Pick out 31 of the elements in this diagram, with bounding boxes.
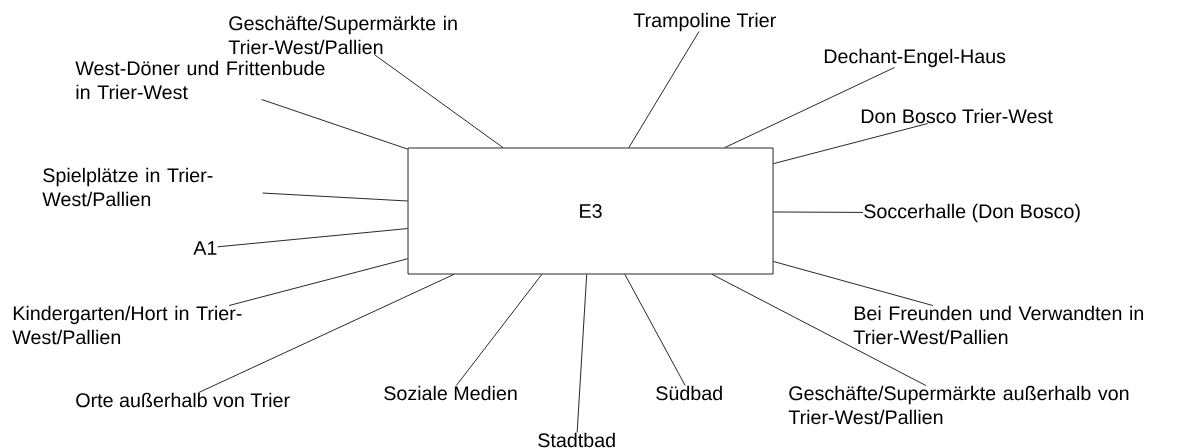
leader-line bbox=[198, 274, 455, 393]
place-label: Spielplätze in Trier-West/Pallien bbox=[42, 167, 213, 207]
place-label: Soccerhalle (Don Bosco) bbox=[864, 203, 1080, 223]
leader-line bbox=[773, 261, 934, 306]
place-label: Südbad bbox=[656, 385, 722, 401]
leader-line bbox=[228, 258, 409, 306]
place-label: Bei Freunden und Verwandten in Trier-West/Pallien bbox=[853, 305, 1144, 345]
place-label: A1 bbox=[193, 241, 217, 255]
leader-line bbox=[576, 274, 588, 433]
place-label: Stadtbad bbox=[538, 432, 615, 448]
leader-line bbox=[711, 274, 927, 386]
place-label: Geschäfte/Supermärkte außerhalb von Trier-West/Pallien bbox=[788, 385, 1129, 425]
leader-line bbox=[262, 192, 409, 202]
place-label: West-Döner und Frittenbude in Trier-West bbox=[75, 60, 325, 100]
leader-line bbox=[261, 99, 409, 150]
leader-line bbox=[455, 274, 543, 386]
place-label: Don Bosco Trier-West bbox=[861, 108, 1053, 124]
leader-line bbox=[773, 211, 864, 213]
place-label: Soziale Medien bbox=[384, 385, 517, 401]
leader-line bbox=[217, 228, 409, 248]
leader-line bbox=[624, 274, 686, 386]
place-label: Orte außerhalb von Trier bbox=[76, 392, 290, 408]
leader-line bbox=[724, 67, 896, 148]
place-label: Trampoline Trier bbox=[633, 12, 776, 32]
place-label: Geschäfte/Supermärkte in Trier-West/Pallien bbox=[228, 15, 457, 55]
place-label: Kindergarten/Hort in Trier-West/Pallien bbox=[12, 305, 242, 345]
leader-line bbox=[373, 54, 504, 148]
rectangle-box: E3 bbox=[407, 147, 774, 275]
leader-line bbox=[628, 31, 700, 148]
leader-line bbox=[773, 123, 929, 165]
place-label: Dechant-Engel-Haus bbox=[824, 48, 1006, 68]
